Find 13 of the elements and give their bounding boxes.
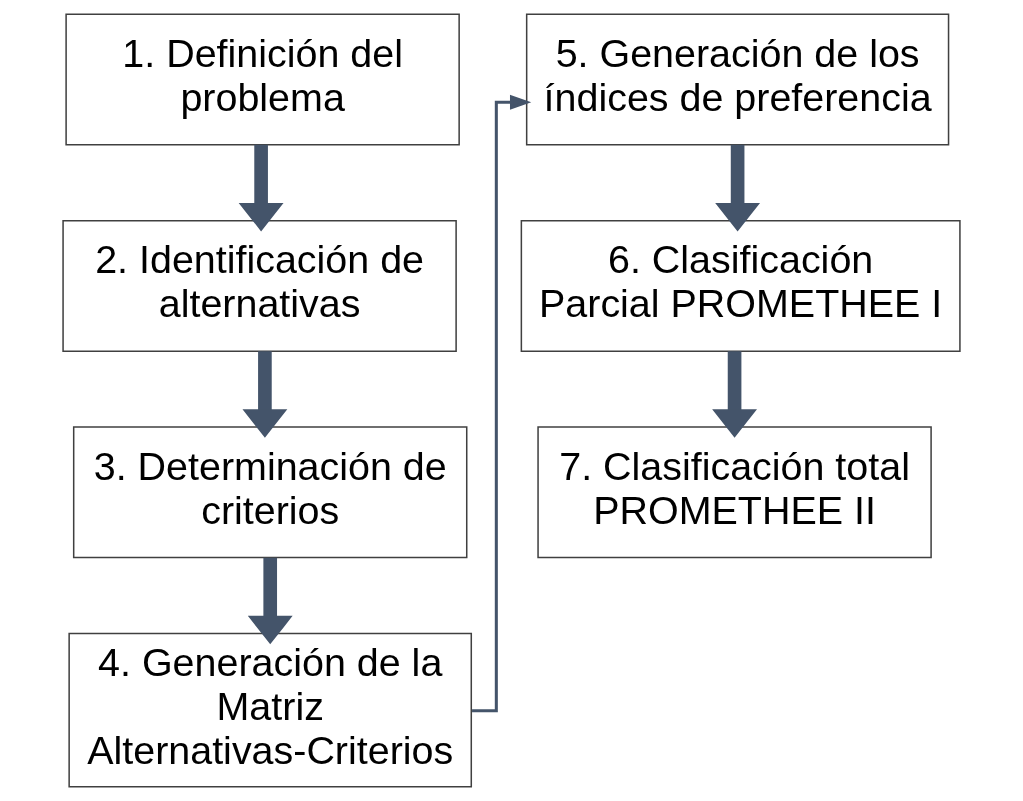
node-box: 7. Clasificación total PROMETHEE II	[537, 426, 932, 559]
arrow	[238, 144, 284, 232]
arrow	[247, 557, 293, 645]
node-box: 5. Generación de los índices de preferencia	[525, 13, 950, 146]
node-box: 6. Clasificación Parcial PROMETHEE I	[520, 219, 961, 352]
arrow	[712, 351, 757, 438]
node-box: 1. Definición del problema	[65, 13, 460, 146]
arrow	[242, 351, 288, 438]
node-box: 2. Identificación de alternativas	[62, 219, 457, 352]
node-box: 4. Generación de la Matriz Alternativas-Criterios	[68, 632, 473, 788]
arrow	[715, 144, 761, 232]
arrow	[472, 94, 532, 713]
node-box: 3. Determinación de criterios	[72, 426, 468, 559]
